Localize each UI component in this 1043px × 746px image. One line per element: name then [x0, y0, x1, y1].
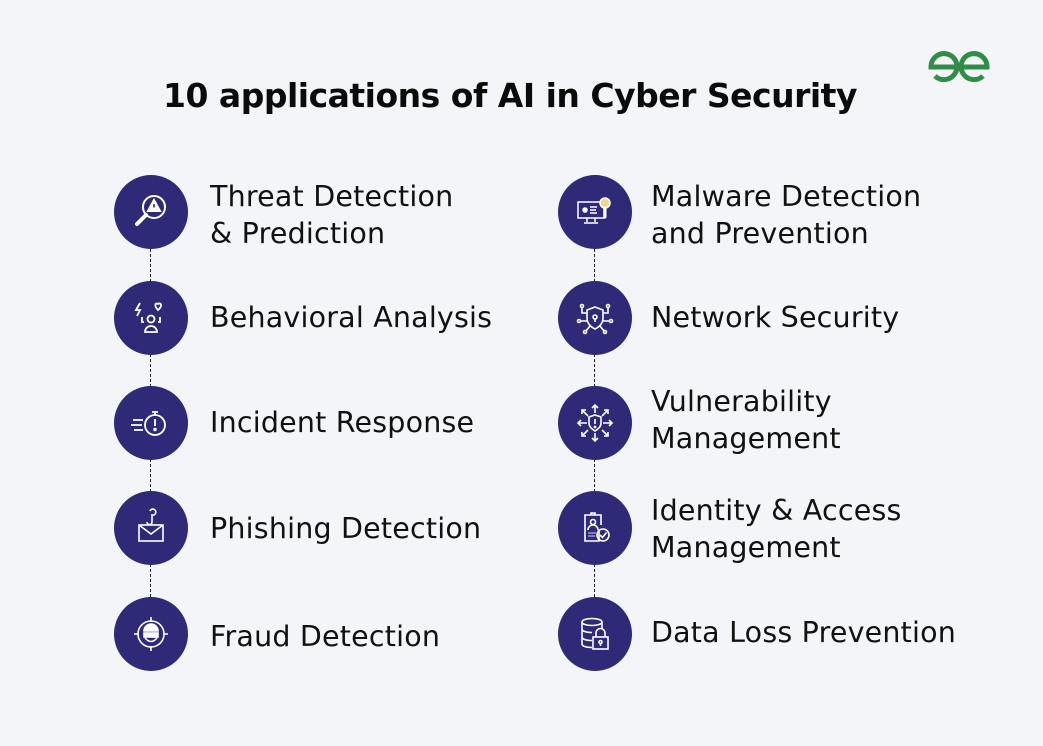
item-label: Data Loss Prevention: [651, 616, 957, 649]
icon-circle: [114, 491, 188, 565]
item-label: Malware Detection and Prevention: [651, 180, 922, 250]
hook-envelope-icon: [138, 508, 164, 542]
item-label: Threat Detection & Prediction: [210, 180, 454, 250]
database-lock-icon: [581, 617, 609, 650]
thief-target-icon: [134, 617, 168, 651]
item-label: Incident Response: [210, 406, 475, 439]
item-label: Identity & Access Management: [651, 494, 902, 564]
icon-circle: [558, 597, 632, 671]
stopwatch-alert-icon: [131, 411, 166, 436]
icon-circle: [114, 175, 188, 249]
item-label: Phishing Detection: [210, 512, 482, 545]
geeksforgeeks-logo-icon: [928, 51, 990, 83]
shield-network-icon: [576, 303, 614, 335]
item-label: Fraud Detection: [210, 620, 441, 653]
icon-circle: [558, 491, 632, 565]
icon-circle: [558, 175, 632, 249]
item-label: Vulnerability Management: [651, 385, 841, 455]
icon-circle: [558, 281, 632, 355]
shield-arrows-icon: [576, 403, 614, 443]
icon-circle: [558, 386, 632, 460]
user-behavior-icon: [134, 302, 162, 333]
item-label: Behavioral Analysis: [210, 301, 493, 334]
item-label: Network Security: [651, 301, 900, 334]
icon-circle: [114, 386, 188, 460]
icon-circle: [114, 281, 188, 355]
id-card-check-icon: [584, 512, 610, 542]
icon-circle: [114, 597, 188, 671]
magnifier-warning-icon: [135, 195, 166, 226]
monitor-bug-scan-icon: [577, 197, 611, 224]
page-title: 10 applications of AI in Cyber Security: [163, 76, 857, 115]
